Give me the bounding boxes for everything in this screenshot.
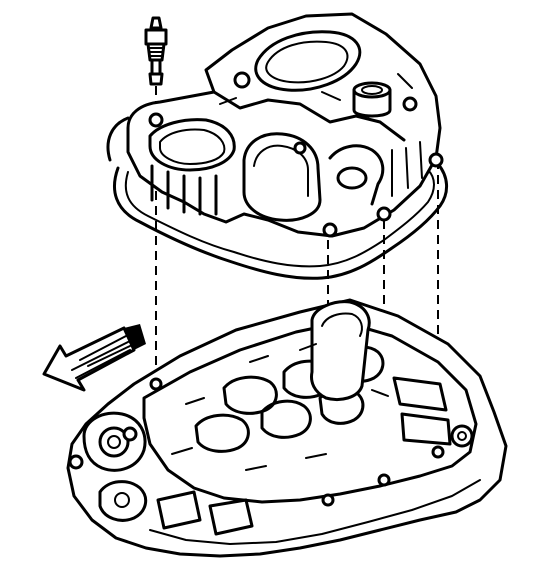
- stud-bolt-icon: [144, 16, 168, 86]
- mount-hole-1: [149, 377, 163, 391]
- lower-intake-manifold: [66, 298, 508, 558]
- manifold-gasket: [106, 116, 448, 280]
- upper-intake-manifold: [126, 12, 444, 238]
- mount-hole-4: [431, 445, 445, 459]
- direction-arrow-icon: [42, 324, 146, 392]
- mount-hole-2: [321, 493, 335, 507]
- mount-hole-3: [377, 473, 391, 487]
